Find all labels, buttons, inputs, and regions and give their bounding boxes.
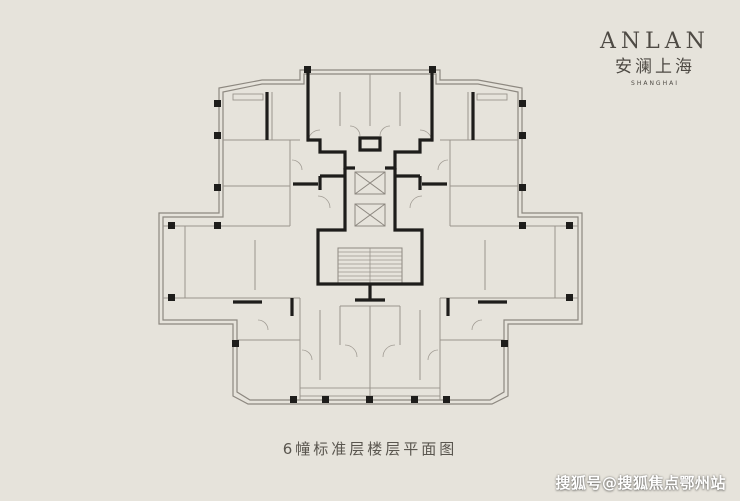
brand-name-cn: 安澜上海 <box>615 57 695 77</box>
watermark: 搜狐号@搜狐焦点鄂州站 <box>555 474 726 492</box>
interior-walls <box>163 74 578 400</box>
brand-name-en: ANLAN <box>600 29 710 54</box>
plan-caption: 6幢标准层楼层平面图 <box>282 440 458 458</box>
columns <box>168 66 573 403</box>
brand-subtitle: SHANGHAI <box>631 80 679 87</box>
building-outline <box>158 69 583 405</box>
stair-treads <box>338 248 402 284</box>
brand-logo: ANLAN 安澜上海 SHANGHAI <box>590 29 720 88</box>
shear-walls <box>233 72 507 316</box>
